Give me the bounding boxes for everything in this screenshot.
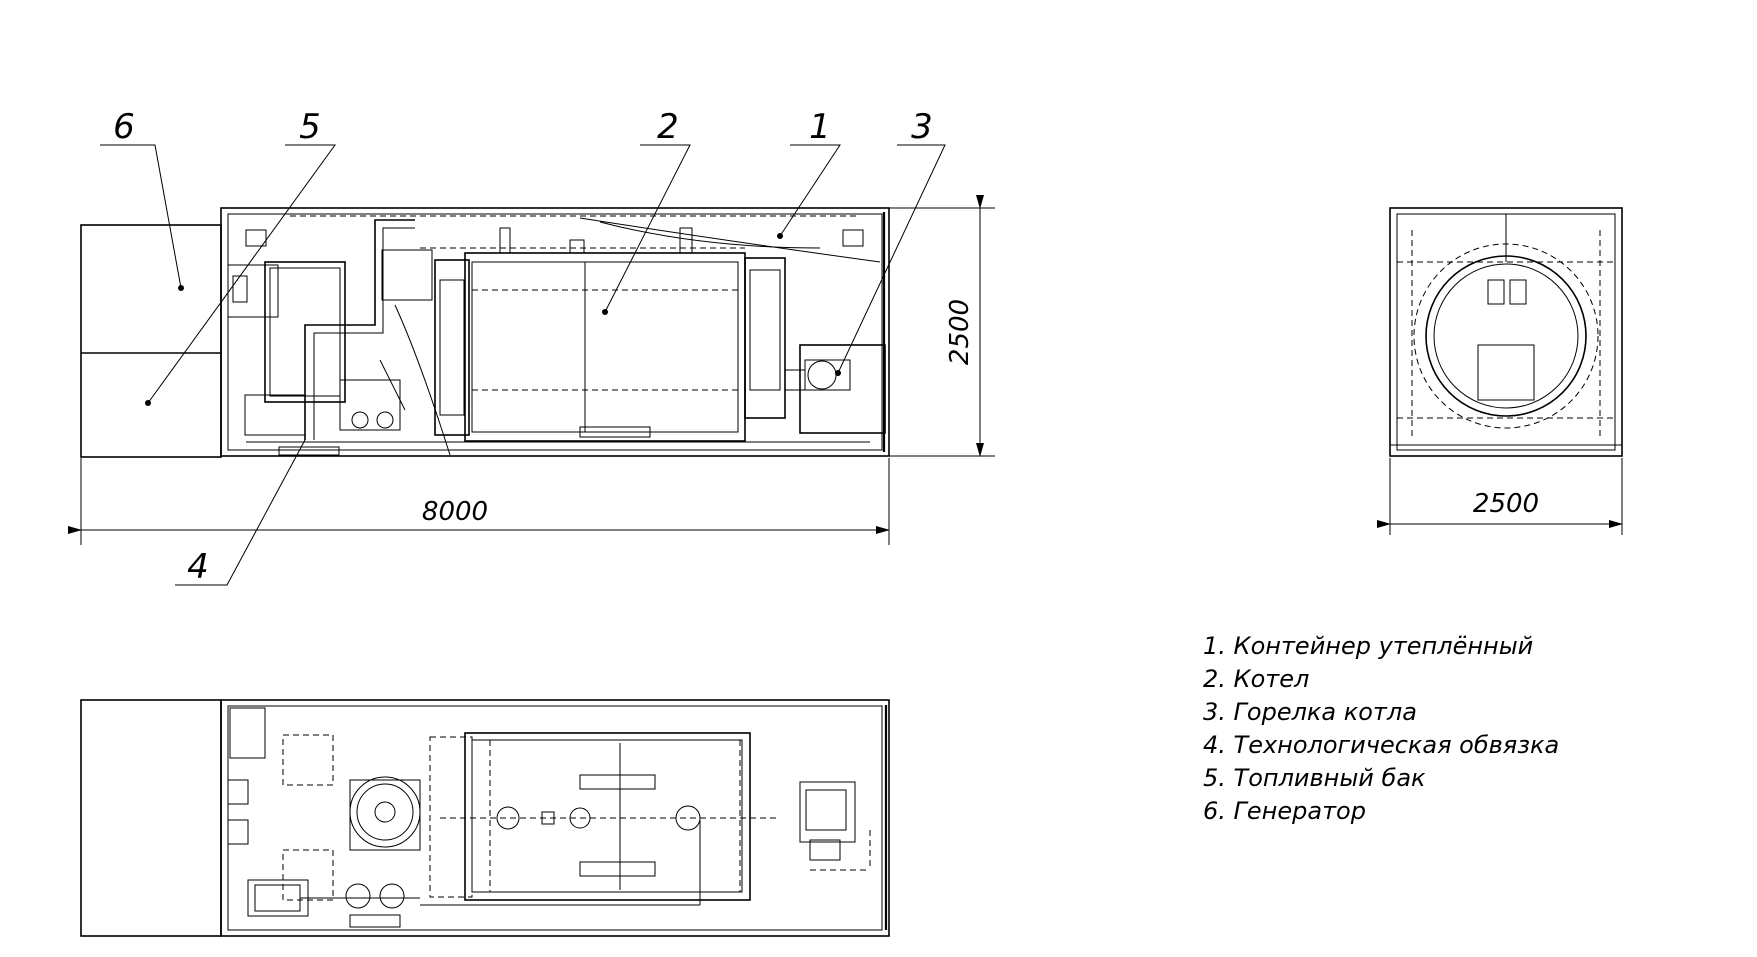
fuel-tank bbox=[227, 261, 346, 403]
container-outline bbox=[220, 207, 890, 457]
callout-5: 5 bbox=[299, 107, 321, 147]
legend-item: 3. Горелка котла bbox=[1203, 698, 1417, 726]
legend-item: 1. Контейнер утеплённый bbox=[1203, 632, 1533, 660]
callout-6: 6 bbox=[113, 107, 135, 147]
legend-item: 2. Котел bbox=[1203, 665, 1309, 693]
burner bbox=[784, 344, 886, 434]
generator-block bbox=[80, 224, 222, 458]
callout-3: 3 bbox=[911, 107, 933, 147]
piping bbox=[244, 219, 451, 456]
height-dimension-label: 2500 bbox=[945, 299, 975, 365]
legend: 1. Контейнер утеплённый 2. Котел 3. Горе… bbox=[1203, 632, 1559, 825]
length-dimension bbox=[68, 458, 890, 545]
callout-2: 2 bbox=[657, 107, 679, 147]
callout-1: 1 bbox=[809, 107, 831, 147]
callout-4: 4 bbox=[187, 547, 209, 587]
plan-view bbox=[80, 699, 890, 937]
legend-item: 5. Топливный бак bbox=[1203, 764, 1426, 792]
width-dimension-label: 2500 bbox=[1473, 489, 1539, 519]
width-dimension bbox=[1377, 458, 1623, 535]
height-dimension bbox=[889, 195, 995, 457]
length-dimension-label: 8000 bbox=[422, 497, 488, 527]
legend-item: 4. Технологическая обвязка bbox=[1203, 731, 1559, 759]
boiler-body bbox=[420, 227, 786, 442]
leader-lines bbox=[100, 144, 946, 586]
end-view bbox=[1389, 207, 1623, 457]
legend-item: 6. Генератор bbox=[1203, 797, 1366, 825]
side-view bbox=[80, 207, 890, 458]
